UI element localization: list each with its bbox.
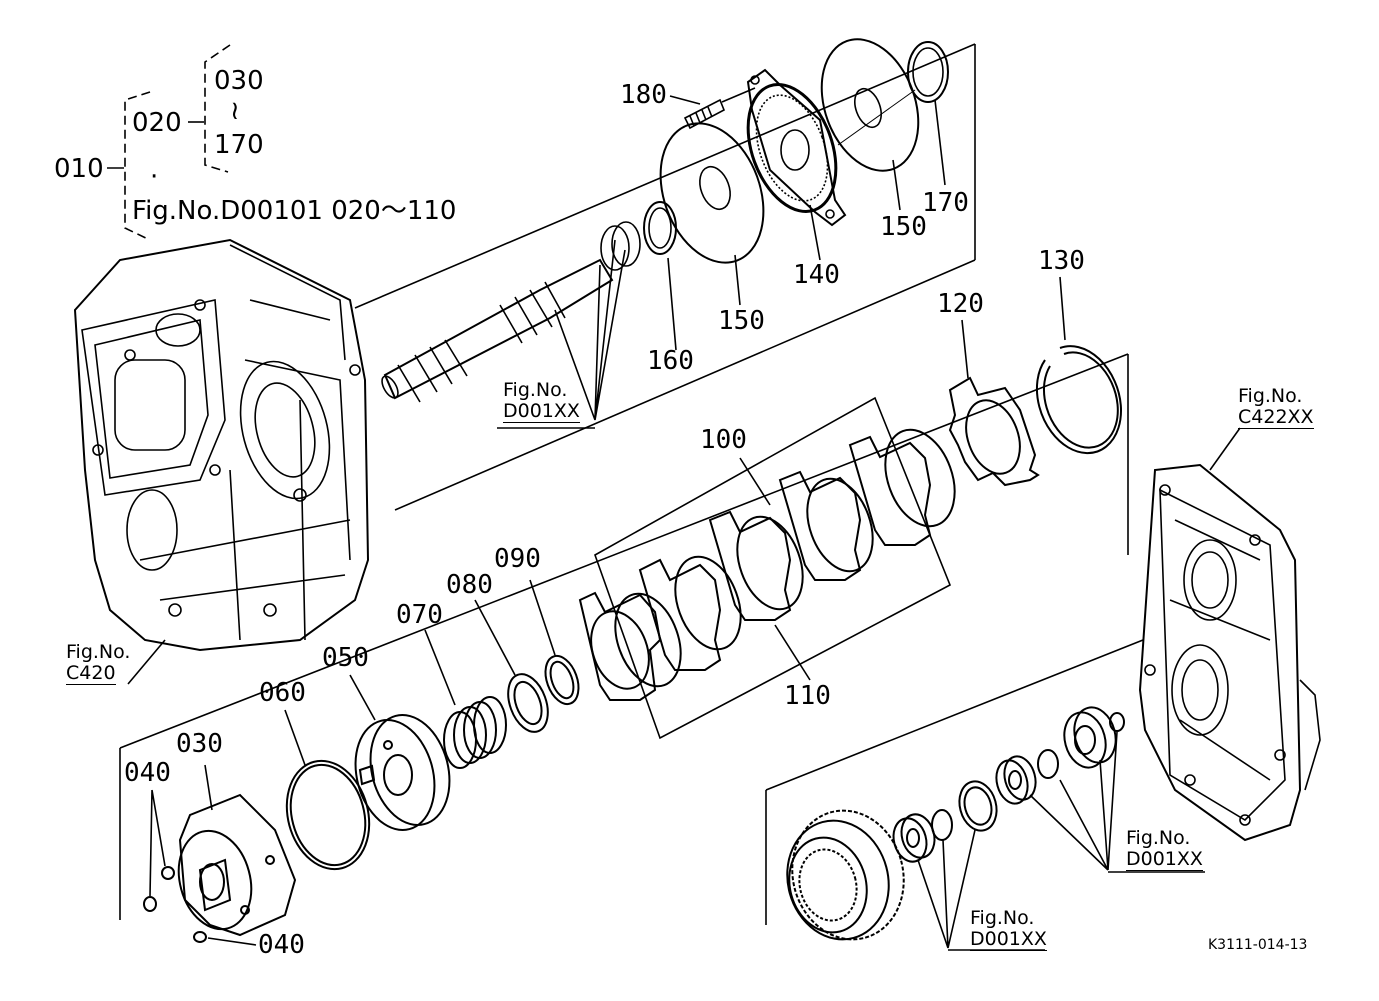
part-label-170: 170	[922, 188, 969, 218]
part-label-080: 080	[446, 570, 493, 600]
main-shaft	[381, 258, 614, 403]
o-ring-060	[285, 759, 371, 871]
piston-050	[354, 714, 451, 831]
tree-ref-line: Fig.No.D00101 020～110	[132, 196, 457, 226]
axis-line	[837, 89, 916, 146]
fig-ref-case-right: Fig.No. C422XX	[1238, 386, 1314, 429]
part-label-060: 060	[259, 678, 306, 708]
fig-ref-bearings-right: Fig.No. D001XX	[1126, 828, 1203, 871]
snap-ring-090	[544, 654, 580, 706]
part-label-180: 180	[620, 80, 667, 110]
fig-ref-number: D001XX	[503, 400, 580, 423]
part-label-090: 090	[494, 544, 541, 574]
clutch-plates	[578, 428, 956, 701]
leader-140	[809, 204, 821, 261]
snap-ring-130	[1035, 345, 1122, 455]
fig-ref-label: Fig.No.	[66, 641, 131, 663]
bearing-right-large	[1063, 706, 1117, 769]
fig-ref-number: C422XX	[1238, 406, 1314, 429]
fig-ref-label: Fig.No.	[1126, 827, 1191, 849]
leader-040-lower	[207, 937, 257, 946]
leader-bearings-right	[1029, 731, 1118, 871]
part-label-100: 100	[700, 425, 747, 455]
part-label-070: 070	[396, 600, 443, 630]
part-label-110: 110	[784, 681, 831, 711]
leader-110	[774, 624, 811, 681]
part-label-140: 140	[793, 260, 840, 290]
leader-030	[204, 764, 213, 811]
spacer-ring	[600, 225, 630, 271]
part-label-040-upper: 040	[124, 758, 171, 788]
tree-range-start: 030	[214, 66, 264, 96]
leader-160	[667, 257, 677, 351]
o-rings-040	[143, 866, 207, 943]
leader-180-axis	[721, 87, 756, 103]
tree-range-sep: ≀	[230, 96, 240, 126]
leader-050	[349, 674, 376, 721]
clutch-drum-030	[177, 793, 297, 937]
part-label-050: 050	[322, 643, 369, 673]
part-label-150-left: 150	[718, 306, 765, 336]
leader-170	[934, 99, 946, 186]
leader-150-left	[734, 254, 741, 306]
leader-120	[961, 319, 969, 379]
tree-root-label: 010	[54, 154, 104, 184]
lower-group-outline	[119, 353, 1129, 920]
seal-170	[907, 41, 949, 103]
leader-040-upper	[149, 789, 166, 897]
part-label-150-right: 150	[880, 212, 927, 242]
drawing-code: K3111-014-13	[1208, 937, 1308, 953]
leader-gear-bearings	[917, 829, 976, 949]
fig-ref-number: D001XX	[970, 928, 1047, 951]
transmission-case-housing	[73, 238, 370, 652]
washer-150-left	[659, 122, 765, 264]
tree-child-label: 020	[132, 108, 182, 138]
leader-180	[669, 95, 701, 105]
assembly-tree-brackets	[107, 44, 231, 241]
transmission-cover-housing	[1138, 463, 1321, 842]
pressure-plate-120	[948, 376, 1040, 487]
part-label-160: 160	[647, 346, 694, 376]
fig-ref-case-left: Fig.No. C420	[66, 642, 130, 685]
drive-gear	[786, 809, 905, 941]
leader-cover	[1209, 427, 1241, 471]
fig-ref-number: C420	[66, 662, 116, 685]
leader-100	[739, 457, 771, 506]
gear-washer-small	[931, 809, 953, 841]
leader-060	[284, 709, 306, 766]
leader-080	[474, 599, 516, 676]
part-label-030: 030	[176, 729, 223, 759]
retainer-080	[507, 673, 549, 733]
tree-range-end: 170	[214, 130, 264, 160]
fig-ref-gear-bearings: Fig.No. D001XX	[970, 908, 1047, 951]
fig-ref-label: Fig.No.	[970, 907, 1035, 929]
gear-bearing	[892, 813, 936, 863]
ring-right-small	[1109, 712, 1125, 732]
fig-ref-label: Fig.No.	[503, 379, 568, 401]
spring-070	[443, 696, 507, 769]
fig-ref-label: Fig.No.	[1238, 385, 1303, 407]
bolt-180	[683, 98, 726, 130]
fig-ref-number: D001XX	[1126, 848, 1203, 871]
leader-070	[424, 629, 456, 706]
tree-dot: ·	[150, 162, 159, 192]
washer-right-small	[1037, 749, 1059, 779]
part-label-120: 120	[937, 289, 984, 319]
snap-ring-160	[643, 201, 677, 255]
leader-shaft-ref	[554, 239, 626, 421]
part-label-130: 130	[1038, 246, 1085, 276]
leader-090	[529, 579, 556, 656]
gear-group-outline	[765, 639, 1144, 925]
gear-washer-large	[958, 780, 998, 832]
leader-case-left	[127, 639, 166, 685]
spacer-ring	[611, 221, 641, 267]
leader-130	[1059, 276, 1066, 341]
cover-plate-140	[746, 68, 847, 227]
upper-group-outline	[354, 43, 976, 511]
fig-ref-shaft: Fig.No. D001XX	[503, 380, 580, 423]
bearing-right-small	[995, 755, 1037, 805]
part-label-040-lower: 040	[258, 930, 305, 960]
leader-150-right	[892, 159, 901, 211]
